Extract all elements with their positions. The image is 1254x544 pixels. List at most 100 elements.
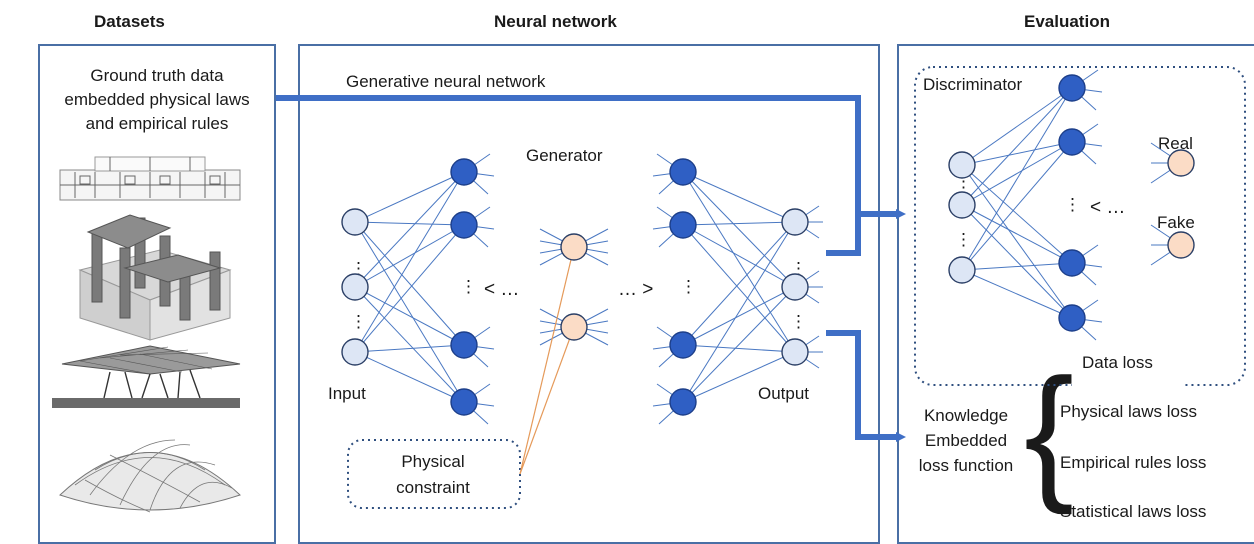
generator-edge	[682, 171, 796, 353]
discriminator-edge	[961, 87, 1073, 271]
generative-network-title: Generative neural network	[346, 72, 546, 91]
hidden-node	[669, 211, 697, 239]
discriminator-output-node	[1167, 231, 1195, 259]
datasets-caption-line2: embedded physical laws	[64, 90, 250, 109]
discriminator-edge	[961, 204, 1073, 264]
generator-edge	[354, 286, 465, 346]
output-node	[781, 208, 809, 236]
discriminator-box	[914, 66, 1246, 386]
generator-edge	[682, 221, 796, 226]
discriminator-input-node	[948, 191, 976, 219]
statistical-laws-loss: Statistical laws loss	[1060, 502, 1207, 521]
grid-canopy-structure	[52, 345, 241, 408]
empirical-rules-loss: Empirical rules loss	[1060, 453, 1207, 472]
neural-network-header: Neural network	[494, 12, 617, 31]
discriminator-input-node	[948, 256, 976, 284]
hidden-ellipsis-left: ⋮	[460, 277, 477, 296]
hidden-ellipsis-right: ⋮	[680, 277, 697, 296]
output-node	[781, 273, 809, 301]
data-loss-label: Data loss	[1082, 353, 1153, 372]
input-node	[341, 273, 369, 301]
hidden-node	[669, 388, 697, 416]
output-label: Output	[758, 384, 810, 403]
output-ellipsis-1: ⋮	[790, 259, 807, 278]
discriminator-edge	[961, 141, 1073, 206]
disc-horizontal-ellipsis: < …	[1090, 197, 1126, 218]
input-ellipsis-2: ⋮	[350, 312, 367, 331]
generator-edge	[682, 224, 796, 353]
generator-edge	[354, 286, 465, 403]
constraint-label-line1: Physical	[401, 452, 465, 471]
generator-edge	[354, 221, 465, 403]
hidden-node	[669, 158, 697, 186]
discriminator-edge	[961, 87, 1073, 166]
discriminator-hidden-node	[1058, 304, 1086, 332]
discriminator-hidden-node	[1058, 128, 1086, 156]
discriminator-edge	[961, 87, 1073, 206]
horizontal-ellipsis-left: < …	[484, 279, 520, 300]
discriminator-output-node	[1167, 149, 1195, 177]
hidden-node	[669, 331, 697, 359]
generator-edge	[354, 171, 465, 288]
input-node	[341, 338, 369, 366]
constraint-node	[560, 313, 588, 341]
discriminator-edge	[961, 269, 1073, 319]
generator-edge	[682, 171, 796, 223]
generator-label: Generator	[526, 146, 603, 165]
hidden-node	[450, 158, 478, 186]
knowledge-label-line1: Knowledge	[923, 406, 1009, 425]
constraint-link	[519, 326, 575, 475]
generator-to-discriminator-arrow	[826, 214, 861, 256]
generator-edge	[682, 221, 796, 346]
discriminator-hidden-node	[1058, 249, 1086, 277]
generator-edge	[682, 351, 796, 403]
loss-brace: {	[1024, 347, 1075, 515]
ground-truth-arrow	[276, 95, 906, 219]
generator-edge	[354, 351, 465, 403]
generator-edge	[354, 221, 465, 346]
hidden-node	[450, 211, 478, 239]
datasets-caption-line1: Ground truth data	[90, 66, 224, 85]
generator-edge	[682, 344, 796, 353]
floor-plan-drawing	[59, 156, 241, 201]
generator-edge	[354, 344, 465, 353]
input-node	[341, 208, 369, 236]
generator-edge	[682, 224, 796, 288]
disc-hidden-ellipsis: ⋮	[1064, 195, 1081, 214]
discriminator-edge	[961, 141, 1073, 166]
constraint-label-line2: constraint	[396, 478, 470, 497]
fake-label: Fake	[1157, 213, 1195, 232]
disc-input-ellipsis-2: ⋮	[955, 230, 972, 249]
discriminator-hidden-node	[1058, 74, 1086, 102]
generator-edge	[682, 171, 796, 288]
constraint-node	[560, 233, 588, 261]
output-ellipsis-2: ⋮	[790, 312, 807, 331]
constraint-link	[519, 246, 575, 475]
discriminator-edge	[961, 204, 1073, 319]
evaluation-header: Evaluation	[1024, 12, 1110, 31]
generator-edge	[354, 224, 465, 288]
discriminator-edge	[961, 164, 1073, 264]
generator-edge	[354, 221, 465, 226]
hidden-node	[450, 331, 478, 359]
datasets-header: Datasets	[94, 12, 165, 31]
hidden-node	[450, 388, 478, 416]
generator-edge	[354, 171, 465, 353]
generator-edge	[682, 221, 796, 403]
horizontal-ellipsis-right: … >	[618, 279, 654, 300]
input-label: Input	[328, 384, 366, 403]
discriminator-edge	[961, 262, 1073, 271]
physical-constraint-box	[347, 439, 521, 509]
output-node	[781, 338, 809, 366]
discriminator-input-node	[948, 151, 976, 179]
generator-edge	[354, 171, 465, 223]
knowledge-label-line2: Embedded	[924, 431, 1008, 450]
real-label: Real	[1158, 134, 1193, 153]
generator-edge	[682, 286, 796, 403]
discriminator-edge	[961, 164, 1073, 319]
discriminator-label: Discriminator	[923, 75, 1023, 94]
input-ellipsis-1: ⋮	[350, 259, 367, 278]
generator-edge	[682, 286, 796, 346]
frame-structure-model	[78, 214, 232, 341]
